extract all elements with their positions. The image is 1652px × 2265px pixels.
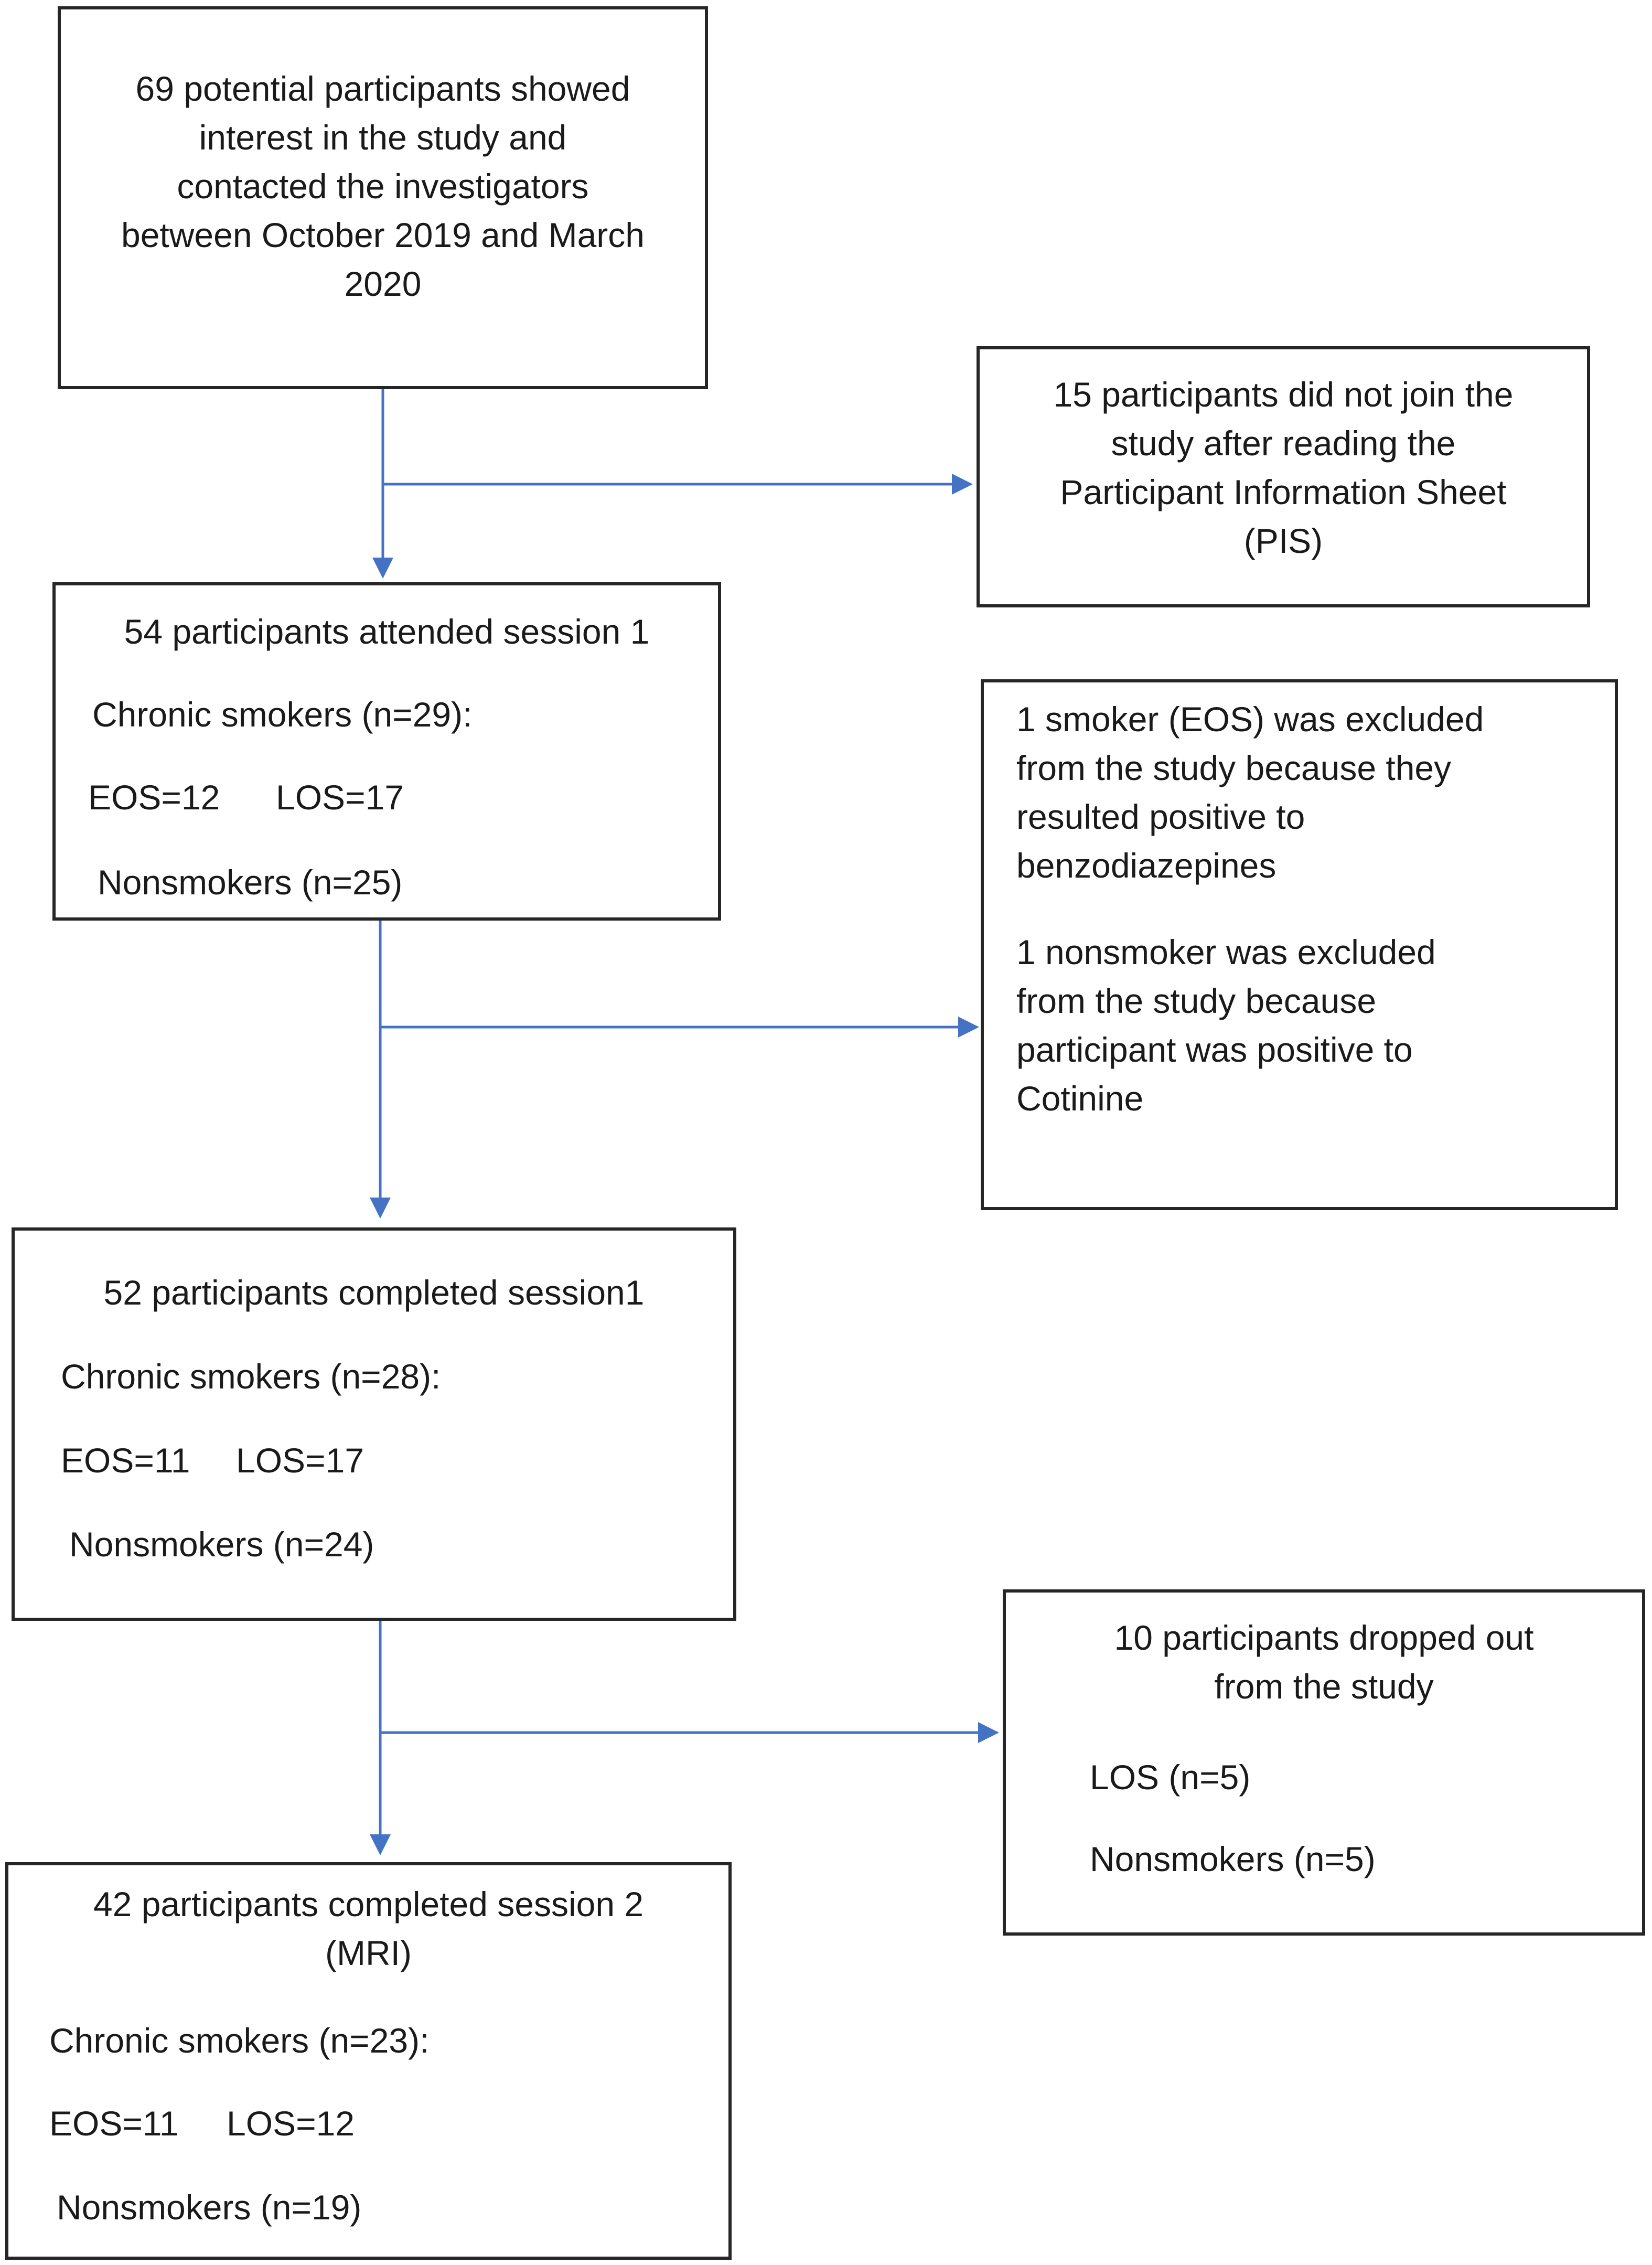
- start-line-4: between October 2019 and March: [121, 216, 645, 254]
- box-session1-completed: 52 participants completed session1 Chron…: [12, 1227, 736, 1621]
- pis-line-1: 15 participants did not join the: [1053, 375, 1514, 414]
- session1-smokers: Chronic smokers (n=29):: [92, 695, 473, 734]
- box-potential-participants: 69 potential participants showed interes…: [58, 6, 708, 389]
- session2-title-line-2: (MRI): [325, 1933, 412, 1972]
- dropped-los: LOS (n=5): [1090, 1758, 1251, 1797]
- session1-eos: EOS=12: [88, 778, 220, 817]
- tests-p1-line-4: benzodiazepines: [1016, 846, 1276, 885]
- start-line-1: 69 potential participants showed: [135, 69, 630, 108]
- tests-p1-line-1: 1 smoker (EOS) was excluded: [1016, 700, 1484, 739]
- box-session1-attended: 54 participants attended session 1 Chron…: [52, 582, 721, 921]
- start-line-3: contacted the investigators: [177, 167, 589, 206]
- session2-title-line-1: 42 participants completed session 2: [93, 1885, 644, 1924]
- dropped-line-1: 10 participants dropped out: [1114, 1618, 1534, 1657]
- session2-smokers: Chronic smokers (n=23):: [49, 2021, 430, 2060]
- start-line-5: 2020: [344, 264, 422, 303]
- session1-nonsmokers: Nonsmokers (n=25): [98, 863, 403, 902]
- tests-p2-line-2: from the study because: [1016, 981, 1377, 1020]
- session2-nonsmokers: Nonsmokers (n=19): [57, 2188, 362, 2227]
- tests-p2-line-1: 1 nonsmoker was excluded: [1016, 933, 1436, 971]
- completed1-eos: EOS=11: [61, 1441, 190, 1480]
- box-session2-completed: 42 participants completed session 2 (MRI…: [5, 1862, 732, 2260]
- completed1-los: LOS=17: [236, 1441, 364, 1480]
- completed1-smokers: Chronic smokers (n=28):: [61, 1357, 441, 1396]
- pis-line-2: study after reading the: [1111, 424, 1456, 463]
- session1-title: 54 participants attended session 1: [124, 612, 650, 651]
- pis-line-3: Participant Information Sheet: [1060, 473, 1507, 511]
- tests-p1-line-2: from the study because they: [1016, 749, 1452, 787]
- tests-p2-line-3: participant was positive to: [1016, 1030, 1413, 1069]
- session2-eos: EOS=11: [49, 2104, 179, 2143]
- box-excluded-tests: 1 smoker (EOS) was excluded from the stu…: [981, 679, 1618, 1210]
- dropped-line-2: from the study: [1214, 1667, 1434, 1706]
- completed1-nonsmokers: Nonsmokers (n=24): [69, 1525, 374, 1564]
- session1-los: LOS=17: [276, 778, 404, 817]
- dropped-nonsmokers: Nonsmokers (n=5): [1090, 1840, 1376, 1878]
- completed1-title: 52 participants completed session1: [103, 1273, 645, 1312]
- tests-p2-line-4: Cotinine: [1016, 1079, 1144, 1118]
- box-dropped-out: 10 participants dropped out from the stu…: [1003, 1589, 1645, 1936]
- start-line-2: interest in the study and: [199, 118, 567, 157]
- session2-los: LOS=12: [227, 2104, 355, 2143]
- box-excluded-pis: 15 participants did not join the study a…: [977, 346, 1590, 607]
- tests-p1-line-3: resulted positive to: [1016, 797, 1305, 836]
- pis-line-4: (PIS): [1243, 521, 1323, 560]
